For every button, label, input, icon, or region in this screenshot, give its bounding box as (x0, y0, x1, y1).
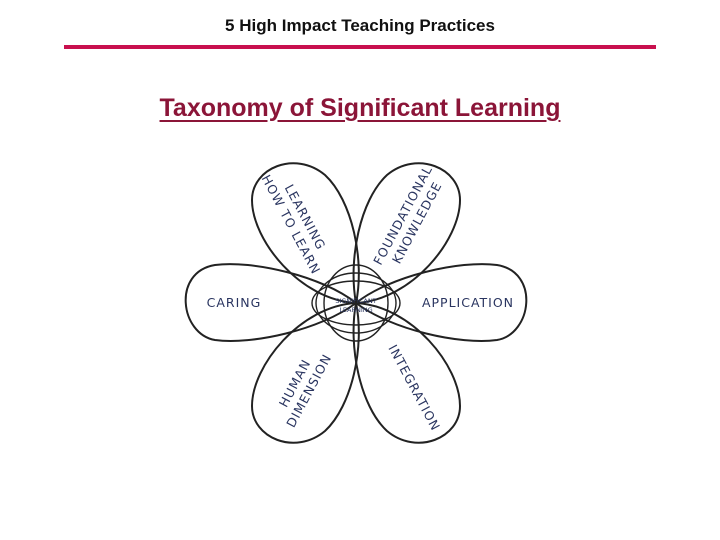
label-integration: INTEGRATION (385, 342, 443, 433)
header-title: 5 High Impact Teaching Practices (225, 16, 495, 35)
slide-title: Taxonomy of Significant Learning (159, 94, 561, 122)
petal-caring (184, 263, 358, 342)
petal-integration (352, 301, 462, 444)
label-application: APPLICATION (422, 295, 514, 310)
header-rule (64, 45, 656, 49)
petal-human-dimension (250, 301, 360, 444)
label-caring: CARING (207, 295, 262, 310)
petal-outlines (184, 162, 528, 444)
petal-application (354, 263, 528, 342)
center-label-line1: SIGNIFICANT (335, 297, 376, 305)
center-label-line2: LEARNING (339, 306, 372, 314)
center-rings (311, 264, 401, 342)
